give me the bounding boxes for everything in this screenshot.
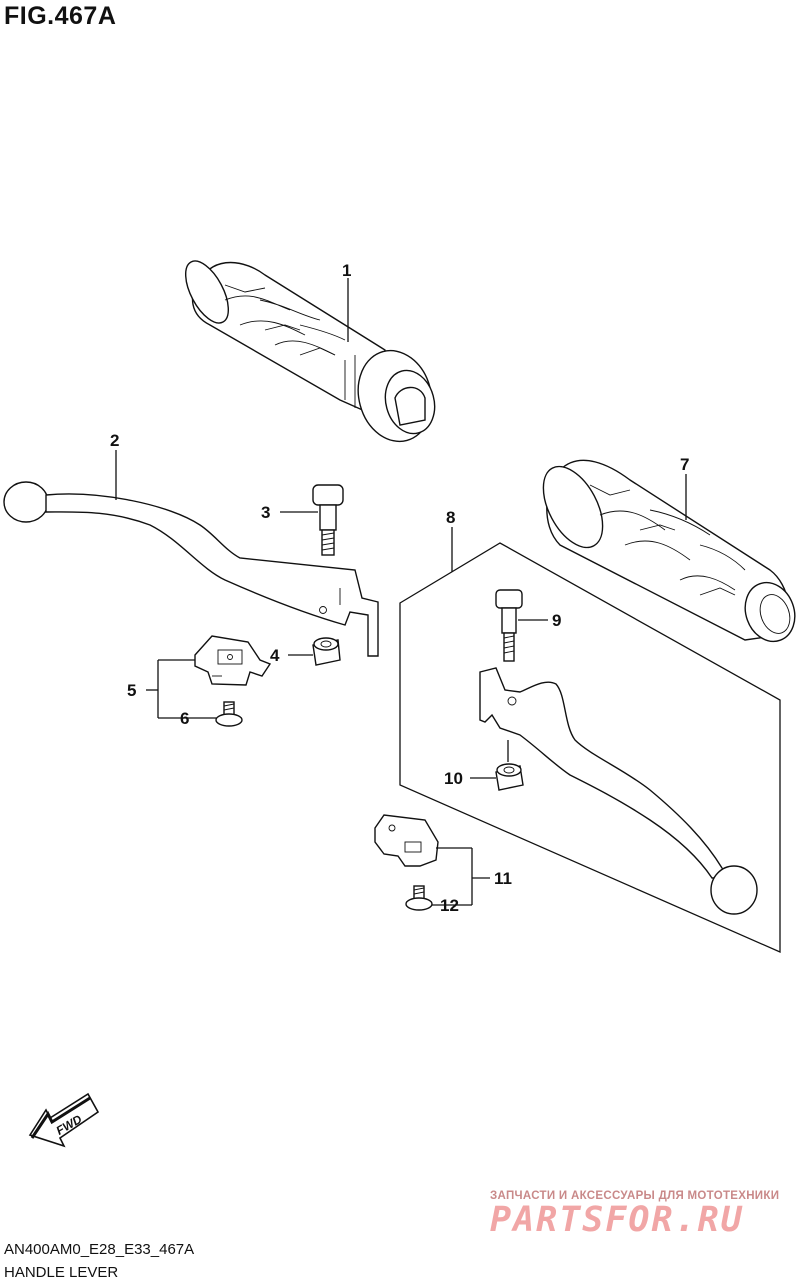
- part-7-grip[interactable]: [531, 457, 800, 649]
- part-4-nut[interactable]: [312, 637, 341, 666]
- callout-5[interactable]: 5: [127, 681, 136, 700]
- callout-10[interactable]: 10: [444, 769, 463, 788]
- callout-2[interactable]: 2: [110, 431, 119, 450]
- part-8-lever[interactable]: [479, 667, 758, 915]
- watermark-tagline: ЗАПЧАСТИ И АКСЕССУАРЫ ДЛЯ МОТОТЕХНИКИ: [490, 1190, 780, 1202]
- part-11-switch[interactable]: [374, 814, 439, 867]
- callout-4[interactable]: 4: [270, 646, 280, 665]
- part-10-nut[interactable]: [495, 763, 524, 791]
- part-9-bolt[interactable]: [495, 589, 523, 662]
- callout-8[interactable]: 8: [446, 508, 455, 527]
- callout-11[interactable]: 11: [494, 869, 512, 888]
- callout-3[interactable]: 3: [261, 503, 270, 522]
- callout-6[interactable]: 6: [180, 709, 189, 728]
- callout-12[interactable]: 12: [440, 896, 459, 915]
- figure-title: FIG.467A: [4, 2, 117, 30]
- part-12-screw[interactable]: [405, 885, 433, 911]
- callout-1[interactable]: 1: [342, 261, 351, 280]
- part-8-assembly-outline: [399, 542, 781, 953]
- callout-7[interactable]: 7: [680, 455, 689, 474]
- part-1-grip[interactable]: [177, 254, 442, 449]
- part-3-bolt[interactable]: [312, 484, 344, 556]
- part-6-screw[interactable]: [215, 701, 243, 727]
- part-5-switch[interactable]: [194, 635, 272, 686]
- callout-9[interactable]: 9: [552, 611, 561, 630]
- diagram-caption: HANDLE LEVER: [4, 1264, 119, 1281]
- fwd-arrow-icon: FWD: [28, 1092, 100, 1148]
- watermark-logo: PARTSFOR.RU: [490, 1200, 744, 1240]
- part-2-lever[interactable]: [3, 481, 379, 657]
- diagram-code: AN400AM0_E28_E33_467A: [4, 1241, 195, 1258]
